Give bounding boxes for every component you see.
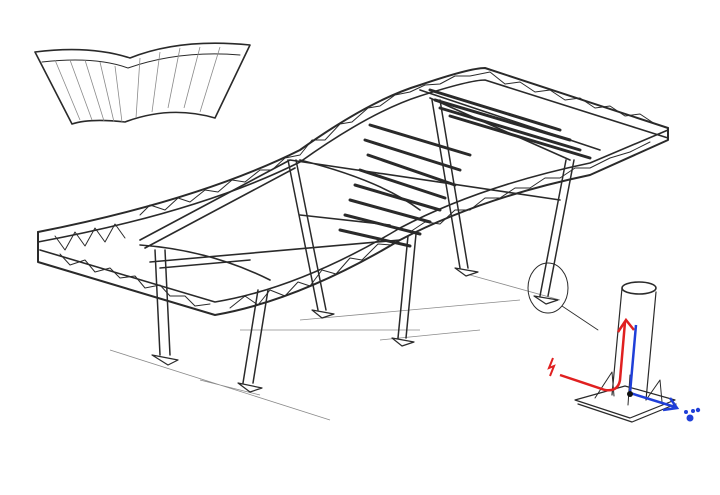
water-drops-icon xyxy=(684,407,701,422)
ground-lines xyxy=(109,274,561,421)
water-arrow xyxy=(627,324,701,422)
columns xyxy=(151,99,575,393)
canopy-truss xyxy=(37,67,669,316)
lightning-icon xyxy=(547,357,556,377)
column-base-detail xyxy=(574,281,677,423)
detail-callout xyxy=(527,262,599,331)
concept-thumbnail-sketch xyxy=(34,42,251,125)
power-arrow xyxy=(547,317,635,392)
